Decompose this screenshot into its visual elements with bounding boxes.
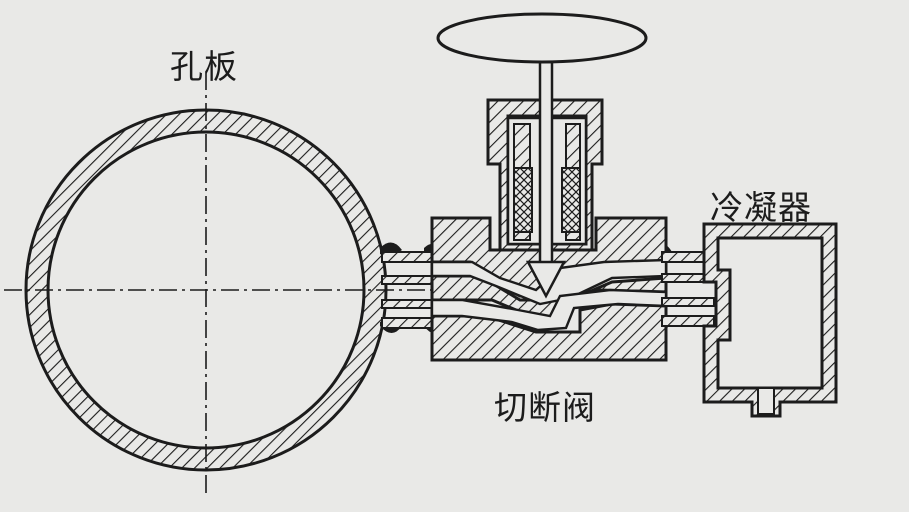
shutoff-valve-label: 切断阀 [494,388,596,427]
lower-impulse-tube [381,299,437,329]
orifice-plate-label: 孔板 [170,47,238,86]
condenser-vessel [702,222,838,418]
handwheel [436,12,648,64]
upper-impulse-tube [381,251,437,285]
condenser-label: 冷凝器 [710,188,812,227]
pipe-center-lines [4,72,440,495]
